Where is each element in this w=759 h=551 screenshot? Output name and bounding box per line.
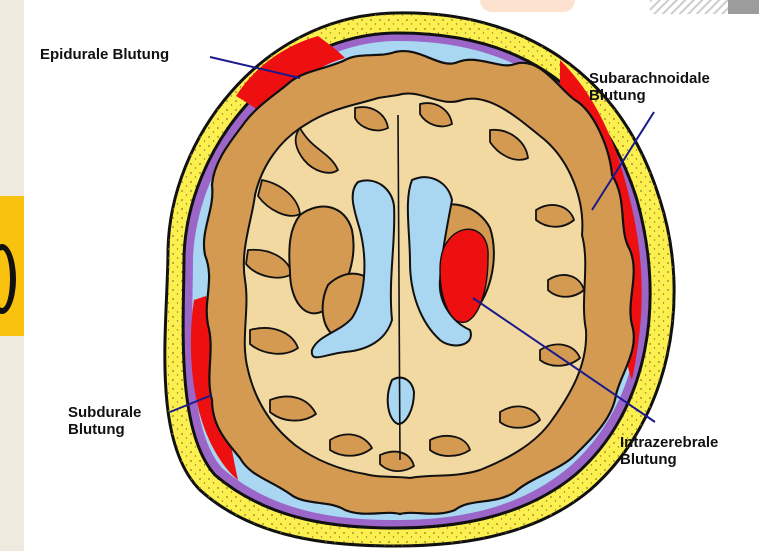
label-subdural: Subdurale Blutung bbox=[68, 404, 141, 438]
label-subarachnoid: Subarachnoidale Blutung bbox=[589, 70, 710, 104]
label-intracerebral: Intrazerebrale Blutung bbox=[620, 434, 718, 468]
label-epidural: Epidurale Blutung bbox=[40, 46, 169, 63]
